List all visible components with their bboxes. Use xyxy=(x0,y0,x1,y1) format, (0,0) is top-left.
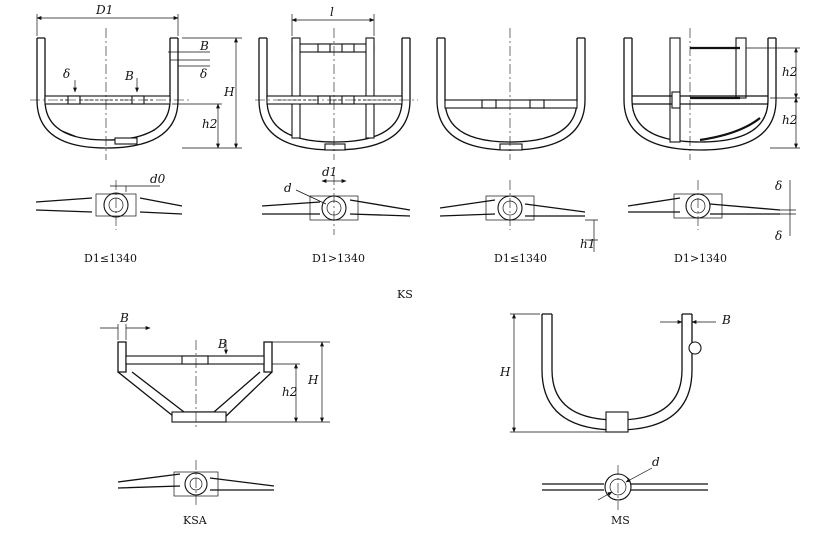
dim-d0-label: d0 xyxy=(150,172,166,186)
dim-B-ksa-top-label: B xyxy=(119,311,129,325)
ms-front-view: H B xyxy=(499,313,731,433)
caption-ks-3: D1≤1340 xyxy=(494,252,547,265)
label-ks: KS xyxy=(397,288,413,301)
dim-d1-label: d1 xyxy=(322,165,337,179)
dim-B-ksa-side-label: B xyxy=(217,337,227,351)
ks-front-view-4: h2 h2 xyxy=(623,28,800,160)
dim-h2-upper-label: h2 xyxy=(782,65,797,79)
ms-plan-view: d xyxy=(542,455,708,510)
dim-l-label: l xyxy=(330,5,334,19)
caption-ks-4: D1>1340 xyxy=(674,252,727,265)
dim-h2-label: h2 xyxy=(202,117,217,131)
dim-h2-ksa-label: h2 xyxy=(282,385,297,399)
ksa-plan-view xyxy=(117,460,275,505)
dim-delta-label: δ xyxy=(200,67,207,81)
label-ms: MS xyxy=(611,514,630,527)
dim-D1-label: D1 xyxy=(95,3,113,17)
label-ksa: KSA xyxy=(183,514,208,527)
dim-B-label: B xyxy=(199,39,209,53)
dim-h1-label: h1 xyxy=(580,237,595,251)
dim-h2-lower-label: h2 xyxy=(782,113,797,127)
dim-delta-plan-bottom-label: δ xyxy=(775,229,782,243)
dim-delta-inner-label: δ xyxy=(63,67,70,81)
ks-plan-view-1: d0 xyxy=(35,172,183,230)
dim-d-label: d xyxy=(284,181,292,195)
ks-front-view-3 xyxy=(436,28,586,160)
caption-ks-2: D1>1340 xyxy=(312,252,365,265)
ks-plan-view-2: d1 d xyxy=(261,165,411,235)
ks-plan-view-3: h1 xyxy=(439,180,598,252)
ksa-front-view: B B h2 H xyxy=(100,311,330,430)
dim-H-ksa-label: H xyxy=(307,373,319,387)
ks-front-view-2: l xyxy=(255,5,418,160)
dim-d-ms-label: d xyxy=(652,455,660,469)
ks-front-view-1: D1 B δ δ B H h2 xyxy=(30,3,242,160)
ks-plan-view-4: δ δ xyxy=(627,179,796,243)
dim-delta-plan-top-label: δ xyxy=(775,179,782,193)
caption-ks-1: D1≤1340 xyxy=(84,252,137,265)
dim-H-label: H xyxy=(223,85,235,99)
dim-B-inner-label: B xyxy=(124,69,134,83)
dim-H-ms-label: H xyxy=(499,365,511,379)
dim-B-ms-label: B xyxy=(721,313,731,327)
